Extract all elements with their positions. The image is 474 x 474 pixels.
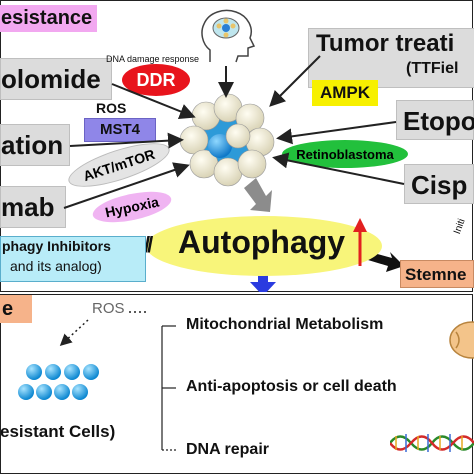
dna-helix-icon xyxy=(390,434,474,452)
mitochondrion-icon xyxy=(449,321,474,359)
autophagy-ellipse xyxy=(146,216,382,276)
tumor-treating-box xyxy=(308,28,474,88)
autophagy-inhibitors-box xyxy=(0,236,146,282)
ddr-note: DNA damage response xyxy=(106,54,200,64)
up-arrow-icon xyxy=(353,218,367,266)
brain-head-icon xyxy=(201,9,256,63)
top-arrows xyxy=(63,55,405,292)
inhibition-mark: // xyxy=(144,232,153,257)
resistance-tag: esistance xyxy=(0,5,97,32)
resistant-cells-label: esistant Cells) xyxy=(0,422,116,441)
cisplatin-box: Cisp xyxy=(404,164,474,204)
ddr-pill: DDR xyxy=(122,64,190,96)
bevacizumab-box: mab xyxy=(0,186,66,228)
inhibitors-line2: and its analog) xyxy=(10,258,102,274)
stemness-box: Stemne xyxy=(400,260,474,288)
ampk-box: AMPK xyxy=(312,80,378,106)
bottom-corner-tag: e xyxy=(0,295,32,323)
autophagy-label: Autophagy xyxy=(178,224,346,260)
mst4-box: MST4 xyxy=(84,118,156,142)
outcome-mitochondrial: Mitochondrial Metabolism xyxy=(186,316,384,333)
temozolomide-box: olomide xyxy=(0,58,112,100)
ros-label: ROS xyxy=(96,100,127,116)
bottom-connectors xyxy=(59,311,176,451)
outcome-dna-repair: DNA repair xyxy=(186,441,269,458)
outcome-anti-apoptosis: Anti-apoptosis or cell death xyxy=(186,378,397,395)
radiation-box: ation xyxy=(0,124,70,166)
tumor-treating-label: Tumor treati xyxy=(316,30,455,57)
resistant-cells-icon xyxy=(18,364,99,400)
inhibitors-line1: phagy Inhibitors xyxy=(2,238,111,254)
etoposide-box: Etopo xyxy=(396,100,474,140)
cell-cluster-icon xyxy=(179,93,275,187)
bottom-ros-label: ROS xyxy=(92,300,125,317)
ttfields-label: (TTFiel xyxy=(406,60,459,77)
